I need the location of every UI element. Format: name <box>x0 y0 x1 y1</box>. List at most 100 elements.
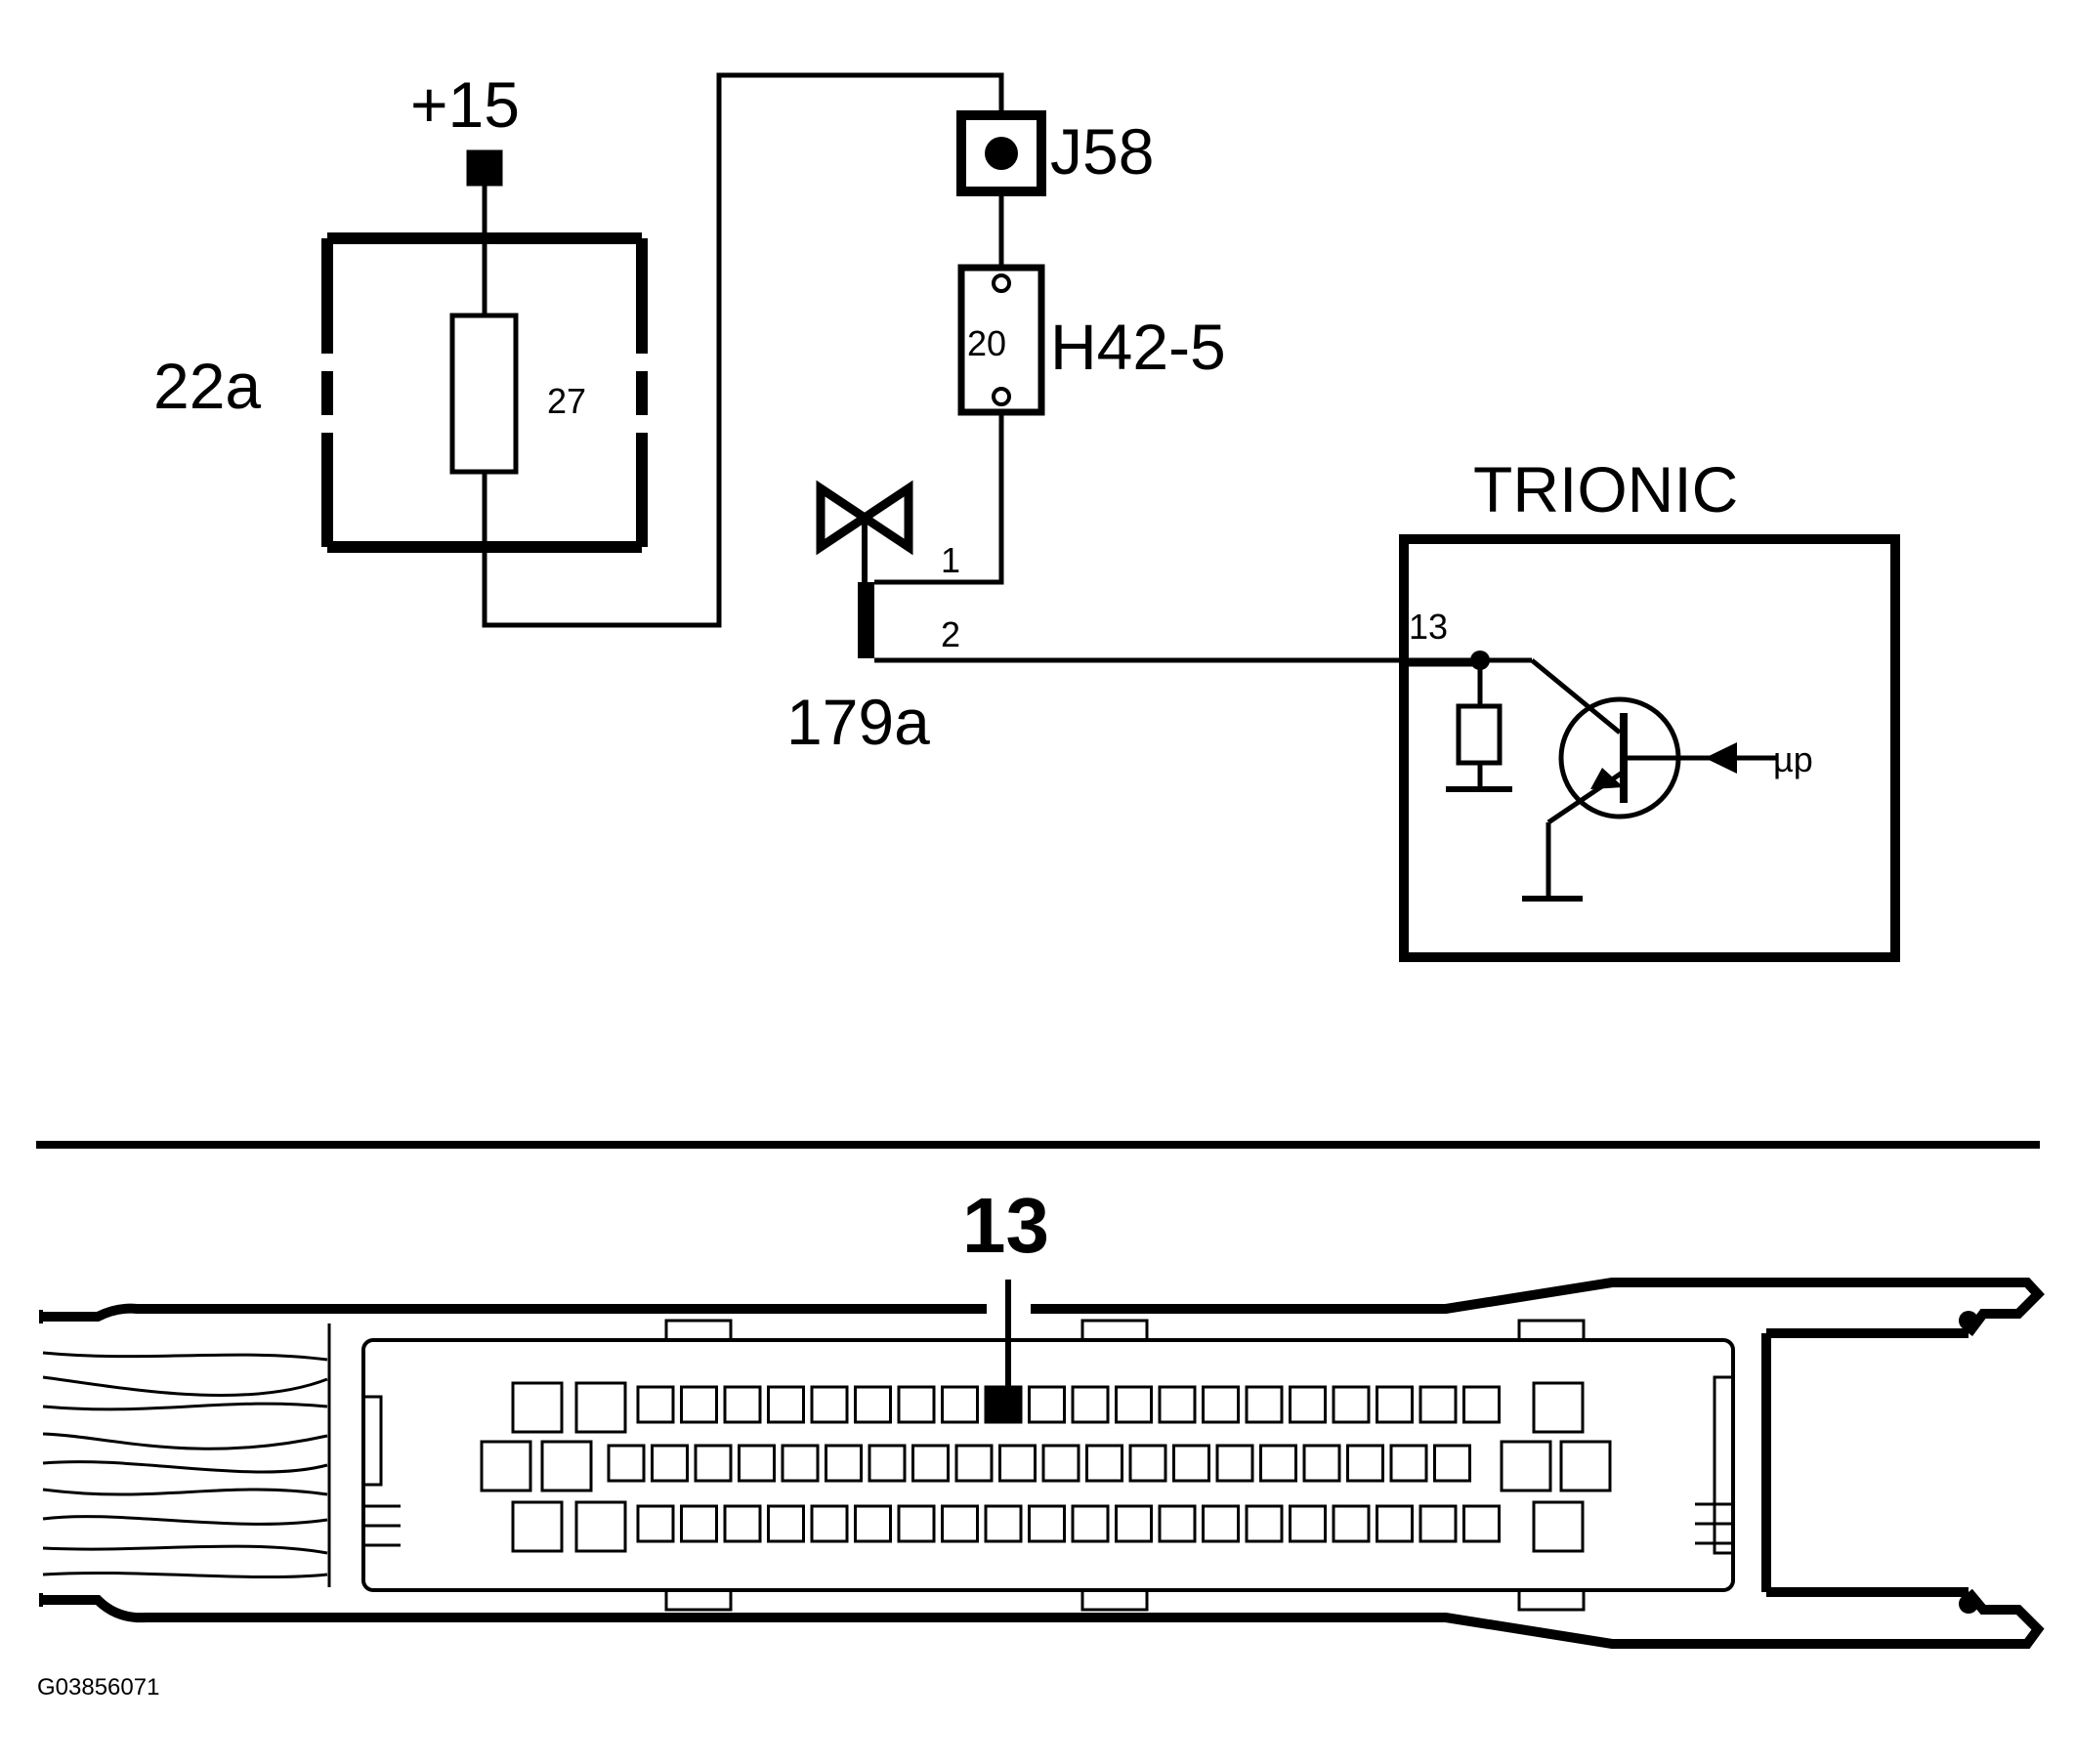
pin <box>1245 1504 1284 1543</box>
pin <box>1259 1444 1297 1483</box>
connector-view: 13 <box>39 1182 2045 1649</box>
highlighted-pin-label: 13 <box>962 1182 1049 1269</box>
pin <box>1115 1504 1153 1543</box>
pin <box>1289 1385 1327 1424</box>
injector-pin-2: 2 <box>941 614 960 654</box>
junction-dot <box>985 137 1018 170</box>
pin-large <box>1559 1440 1612 1492</box>
pin-large <box>574 1381 627 1434</box>
pin <box>1376 1504 1414 1543</box>
pin-grid <box>480 1381 1612 1553</box>
pin <box>1158 1504 1197 1543</box>
pin <box>1028 1504 1066 1543</box>
pin <box>941 1385 979 1424</box>
pin <box>854 1504 892 1543</box>
pin <box>911 1444 950 1483</box>
connector-pin-bottom <box>992 387 1011 406</box>
pin <box>1346 1444 1384 1483</box>
pin <box>1172 1444 1210 1483</box>
pin <box>1115 1385 1153 1424</box>
pin <box>1041 1444 1080 1483</box>
pin <box>1028 1385 1066 1424</box>
connector-face <box>361 1338 1735 1592</box>
pin <box>1289 1504 1327 1543</box>
pin-large <box>540 1440 593 1492</box>
ecu-pin: 13 <box>1409 607 1448 647</box>
connector-label: H42-5 <box>1050 311 1226 383</box>
pin <box>738 1444 776 1483</box>
pin <box>810 1504 849 1543</box>
pin <box>954 1444 994 1483</box>
pin <box>1376 1385 1414 1424</box>
pin <box>723 1504 762 1543</box>
pin <box>1462 1385 1501 1424</box>
pin <box>1085 1444 1123 1483</box>
pin <box>1071 1385 1110 1424</box>
pin <box>941 1504 979 1543</box>
pin <box>1202 1504 1240 1543</box>
fuse <box>449 313 519 475</box>
wire-bundle <box>42 1323 331 1587</box>
microprocessor-label: µp <box>1773 739 1813 779</box>
pin-large <box>574 1500 627 1553</box>
supply-terminal <box>466 149 503 187</box>
pin <box>897 1385 936 1424</box>
pin <box>1462 1504 1501 1543</box>
ecu-driver-circuit: µp <box>1404 651 1813 902</box>
connector-pin-top <box>992 273 1011 293</box>
pin <box>680 1504 718 1543</box>
pin <box>854 1385 892 1424</box>
schematic: +15 22a 27 J58 20 H42-5 <box>153 68 1900 962</box>
pin-large <box>511 1381 564 1434</box>
pin <box>810 1385 849 1424</box>
pin-large <box>480 1440 532 1492</box>
fuse-box-label: 22a <box>153 350 261 422</box>
injector-pin-1: 1 <box>941 540 960 580</box>
ecu-title: TRIONIC <box>1473 453 1738 525</box>
pin <box>1433 1444 1471 1483</box>
supply-label: +15 <box>410 68 520 141</box>
pin-large <box>1500 1440 1552 1492</box>
pin <box>1389 1444 1428 1483</box>
pin <box>1245 1385 1284 1424</box>
ecu-box <box>1399 534 1900 962</box>
pin <box>998 1444 1037 1483</box>
pin-large <box>1532 1381 1585 1434</box>
pin <box>1215 1444 1254 1483</box>
pin <box>1128 1444 1167 1483</box>
pin <box>767 1385 805 1424</box>
pin <box>680 1385 718 1424</box>
injector-label: 179a <box>786 686 930 758</box>
fuse-number: 27 <box>547 381 586 421</box>
pin <box>897 1504 936 1543</box>
pin <box>607 1444 646 1483</box>
pin <box>1419 1504 1458 1543</box>
pin <box>1302 1444 1341 1483</box>
pin <box>1332 1385 1371 1424</box>
pin <box>1071 1504 1110 1543</box>
pin <box>767 1504 805 1543</box>
pin <box>651 1444 689 1483</box>
pin-large <box>1532 1500 1585 1553</box>
figure-id: G03856071 <box>37 1674 159 1701</box>
injector-179a <box>816 480 938 658</box>
arrow-left-icon <box>1705 742 1737 774</box>
pin <box>1158 1385 1197 1424</box>
pin <box>723 1385 762 1424</box>
pin <box>1332 1504 1371 1543</box>
fuse-box <box>321 232 648 553</box>
pin <box>868 1444 907 1483</box>
pin <box>984 1504 1023 1543</box>
connector-housing <box>39 1278 2045 1649</box>
pin-large <box>511 1500 564 1553</box>
pin <box>825 1444 863 1483</box>
connector-pin-number: 20 <box>967 323 1006 363</box>
pin <box>1419 1385 1458 1424</box>
pin <box>1202 1385 1240 1424</box>
pin <box>636 1385 675 1424</box>
pin-highlighted <box>984 1385 1023 1424</box>
pin <box>694 1444 733 1483</box>
junction-label: J58 <box>1050 115 1154 188</box>
pin <box>781 1444 820 1483</box>
